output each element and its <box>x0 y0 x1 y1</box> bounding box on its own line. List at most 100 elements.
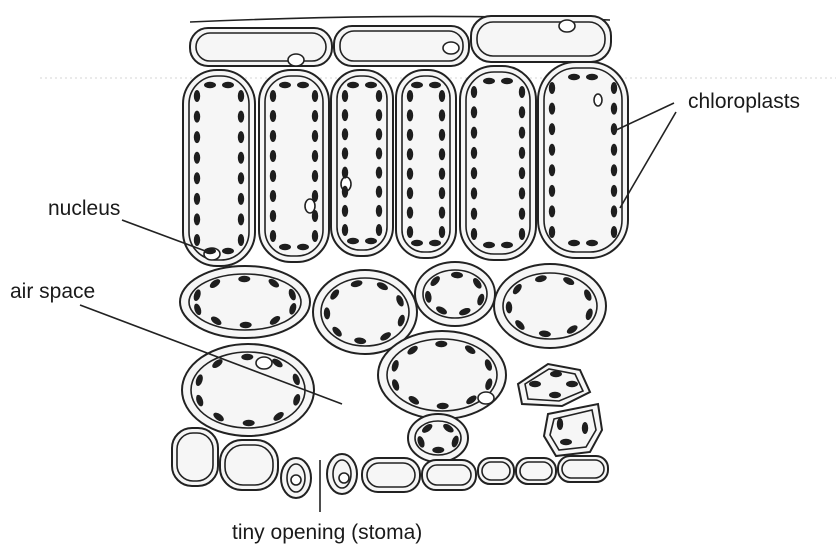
chloroplast-dot <box>611 164 617 176</box>
chloroplast-dot <box>519 187 525 199</box>
chloroplast-dot <box>376 109 382 121</box>
chloroplast-dot <box>347 82 359 88</box>
chloroplast-dot <box>312 210 318 222</box>
chloroplast-dot <box>270 170 276 182</box>
chloroplast-dot <box>194 152 200 164</box>
chloroplast-dot <box>501 78 513 84</box>
chloroplast-dot <box>439 226 445 238</box>
chloroplast-dot <box>407 168 413 180</box>
chloroplast-dot <box>549 205 555 217</box>
chloroplast-dot <box>376 90 382 102</box>
chloroplast-dot <box>549 82 555 94</box>
chloroplast-dot <box>312 190 318 202</box>
palisade-cell <box>331 70 393 256</box>
chloroplast-dot <box>519 208 525 220</box>
chloroplast-dot <box>342 90 348 102</box>
chloroplast-dot <box>238 193 244 205</box>
chloroplast-dot <box>611 103 617 115</box>
chloroplast-dot <box>549 103 555 115</box>
chloroplast-dot <box>342 224 348 236</box>
spongy-layer <box>180 262 606 462</box>
epidermis-cell <box>471 16 611 62</box>
chloroplast-dot <box>529 381 541 387</box>
chloroplast-dot <box>238 234 244 246</box>
chloroplast-dot <box>611 226 617 238</box>
nucleus-label: nucleus <box>48 197 120 220</box>
chloroplast-dot <box>550 371 562 377</box>
chloroplast-dot <box>557 418 563 430</box>
air-space-label: air space <box>10 280 95 303</box>
chloroplast-dot <box>549 185 555 197</box>
chloroplast-dot <box>582 422 588 434</box>
chloroplast-dot <box>312 90 318 102</box>
chloroplast-dot <box>238 90 244 102</box>
chloroplast-dot <box>471 106 477 118</box>
chloroplast-dot <box>342 128 348 140</box>
chloroplast-dot <box>519 127 525 139</box>
chloroplast-dot <box>312 230 318 242</box>
chloroplast-dot <box>407 187 413 199</box>
lower-epidermis <box>172 428 608 498</box>
lower-epidermis-cell <box>220 440 278 490</box>
chloroplast-dot <box>312 130 318 142</box>
chloroplast-dot <box>194 213 200 225</box>
chloroplast-dot <box>238 213 244 225</box>
chloroplast-dot <box>411 82 423 88</box>
palisade-cell <box>259 70 329 262</box>
chloroplast-dot <box>376 167 382 179</box>
chloroplast-dot <box>194 193 200 205</box>
chloroplast-dot <box>312 150 318 162</box>
chloroplast-dot <box>471 228 477 240</box>
guard-cell-nucleus <box>339 473 349 483</box>
palisade-cell <box>183 70 255 266</box>
chloroplast-dot <box>204 82 216 88</box>
chloroplast-dot <box>519 147 525 159</box>
chloroplast-dot <box>312 110 318 122</box>
chloroplast-dot <box>471 208 477 220</box>
chloroplast-dot <box>222 82 234 88</box>
chloroplast-dot <box>471 147 477 159</box>
chloroplast-dot <box>238 111 244 123</box>
chloroplast-dot <box>342 186 348 198</box>
epidermis-nucleus <box>288 54 304 66</box>
chloroplast-dot <box>439 90 445 102</box>
chloroplast-dot <box>566 381 578 387</box>
chloroplast-dot <box>376 186 382 198</box>
chloroplast-dot <box>270 90 276 102</box>
chloroplast-dot <box>376 147 382 159</box>
chloroplast-dot <box>238 131 244 143</box>
chloroplast-dot <box>471 167 477 179</box>
chloroplast-dot <box>407 129 413 141</box>
chloroplast-dot <box>411 240 423 246</box>
chloroplast-dot <box>483 242 495 248</box>
chloroplast-dot <box>471 86 477 98</box>
nucleus-shape <box>478 392 494 404</box>
chloroplast-dot <box>407 226 413 238</box>
chloroplast-dot <box>194 172 200 184</box>
chloroplast-dot <box>297 82 309 88</box>
chloroplast-dot <box>342 167 348 179</box>
chloroplast-dot <box>342 147 348 159</box>
chloroplast-dot <box>342 205 348 217</box>
chloroplast-dot <box>568 74 580 80</box>
chloroplast-dot <box>407 207 413 219</box>
chloroplasts-label: chloroplasts <box>688 90 800 113</box>
chloroplast-dot <box>194 90 200 102</box>
chloroplast-dot <box>501 242 513 248</box>
chloroplast-dot <box>439 168 445 180</box>
chloroplast-dot <box>376 128 382 140</box>
upper-epidermis <box>190 16 611 66</box>
chloroplast-dot <box>365 82 377 88</box>
chloroplast-dot <box>342 109 348 121</box>
chloroplast-dot <box>270 210 276 222</box>
chloroplast-dot <box>347 238 359 244</box>
chloroplast-dot <box>279 82 291 88</box>
chloroplast-dot <box>222 248 234 254</box>
chloroplast-dot <box>238 172 244 184</box>
chloroplast-dot <box>297 244 309 250</box>
chloroplast-dot <box>270 110 276 122</box>
nucleus-shape <box>594 94 602 106</box>
chloroplast-dot <box>549 164 555 176</box>
chloroplast-dot <box>549 144 555 156</box>
